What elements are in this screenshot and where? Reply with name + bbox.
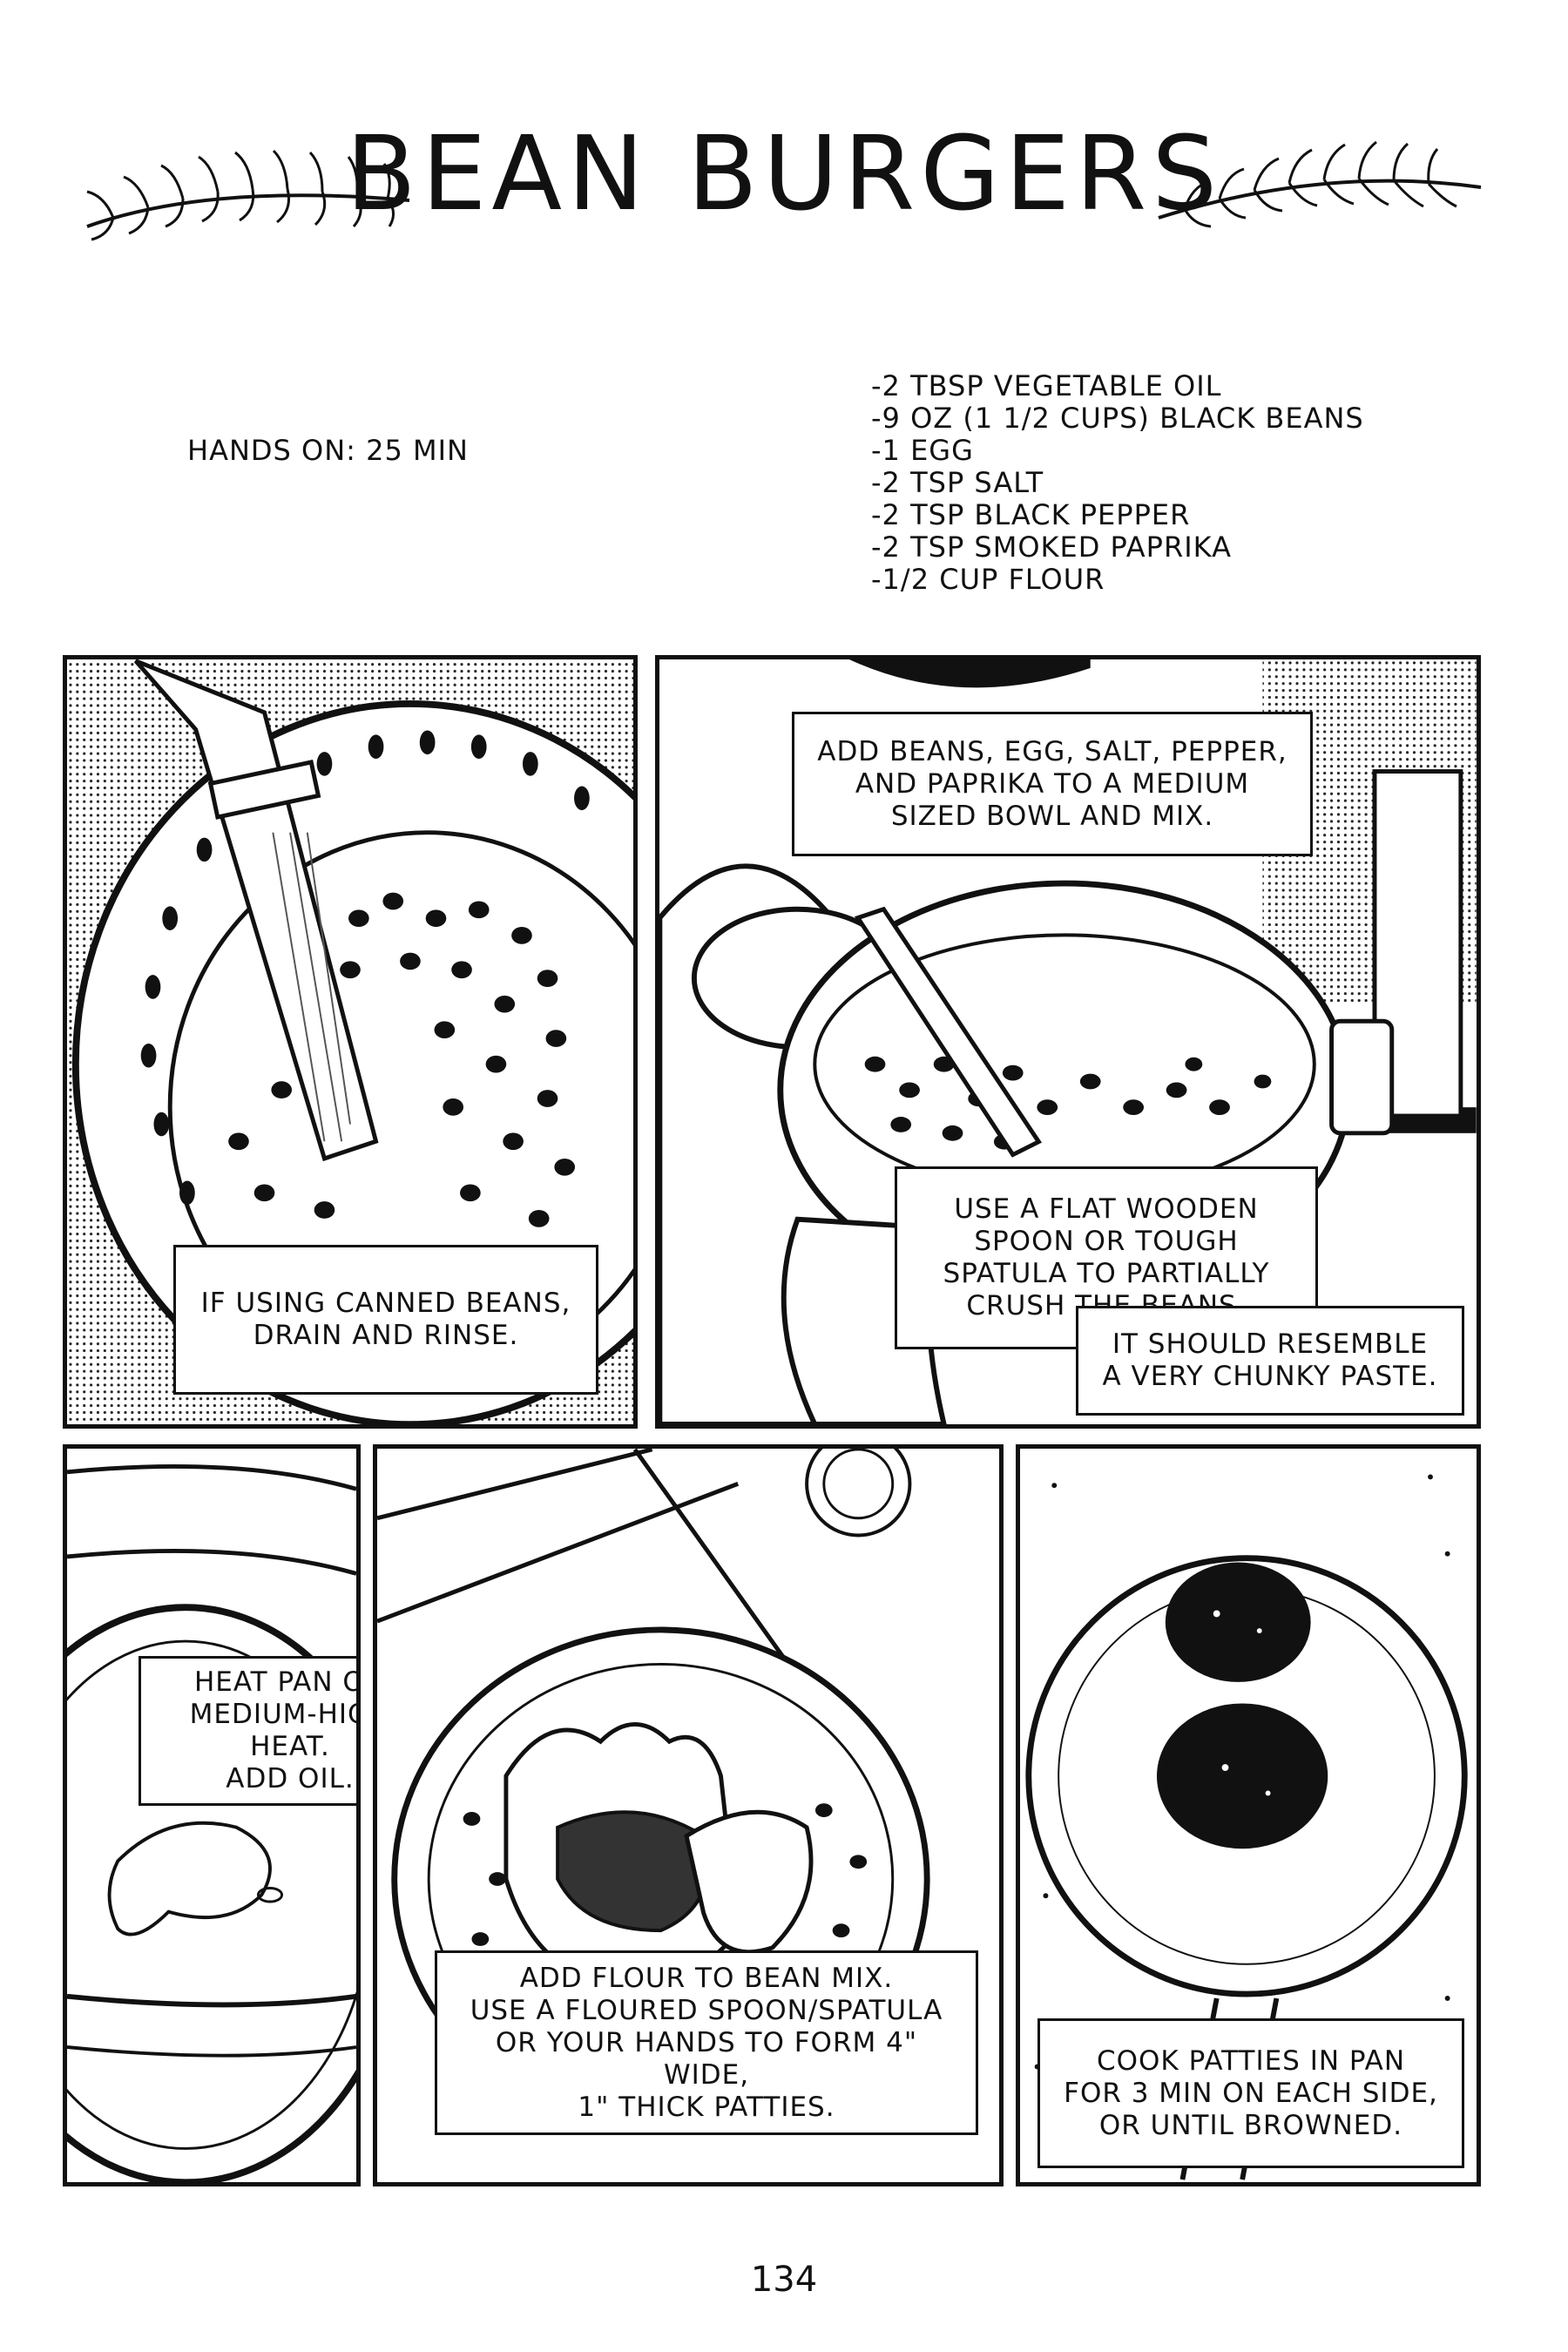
caption-box: IF USING CANNED BEANS, DRAIN AND RINSE. xyxy=(173,1245,598,1395)
frying-pan-illustration xyxy=(67,1463,356,2182)
page-title: BEAN BURGERS xyxy=(345,113,1223,233)
rosemary-sprig-left-icon xyxy=(86,149,410,241)
ingredient-list: -2 TBSP VEGETABLE OIL -9 OZ (1 1/2 CUPS)… xyxy=(871,370,1364,596)
caption-box: ADD BEANS, EGG, SALT, PEPPER, AND PAPRIK… xyxy=(792,712,1313,856)
caption-box: ADD FLOUR TO BEAN MIX. USE A FLOURED SPO… xyxy=(435,1950,978,2135)
cooking-patties-illustration xyxy=(1025,1474,1468,2180)
ingredient-item: -2 TBSP VEGETABLE OIL xyxy=(871,369,1222,402)
ingredient-item: -1/2 CUP FLOUR xyxy=(871,563,1105,596)
comic-panel-form-patties: ADD FLOUR TO BEAN MIX. USE A FLOURED SPO… xyxy=(373,1444,1004,2186)
ingredient-item: -2 TSP BLACK PEPPER xyxy=(871,498,1191,531)
caption-box: IT SHOULD RESEMBLE A VERY CHUNKY PASTE. xyxy=(1076,1306,1464,1416)
page-number: 134 xyxy=(750,2260,818,2300)
hands-on-time: HANDS ON: 25 MIN xyxy=(187,434,469,467)
comic-panel-mix: ADD BEANS, EGG, SALT, PEPPER, AND PAPRIK… xyxy=(655,655,1481,1429)
caption-box: HEAT PAN ON MEDIUM-HIGH HEAT. ADD OIL. xyxy=(139,1656,356,1806)
colander-illustration xyxy=(67,659,633,1424)
rosemary-sprig-right-icon xyxy=(1158,140,1482,228)
ingredient-item: -9 OZ (1 1/2 CUPS) BLACK BEANS xyxy=(871,402,1364,435)
caption-box: COOK PATTIES IN PAN FOR 3 MIN ON EACH SI… xyxy=(1037,2018,1464,2168)
ingredient-item: -2 TSP SMOKED PAPRIKA xyxy=(871,531,1232,564)
comic-panel-rinse: IF USING CANNED BEANS, DRAIN AND RINSE. xyxy=(63,655,638,1429)
ingredient-item: -2 TSP SALT xyxy=(871,466,1044,499)
comic-panel-cook-patties: COOK PATTIES IN PAN FOR 3 MIN ON EACH SI… xyxy=(1016,1444,1481,2186)
ingredient-item: -1 EGG xyxy=(871,434,974,467)
comic-panel-heat-pan: HEAT PAN ON MEDIUM-HIGH HEAT. ADD OIL. xyxy=(63,1444,361,2186)
